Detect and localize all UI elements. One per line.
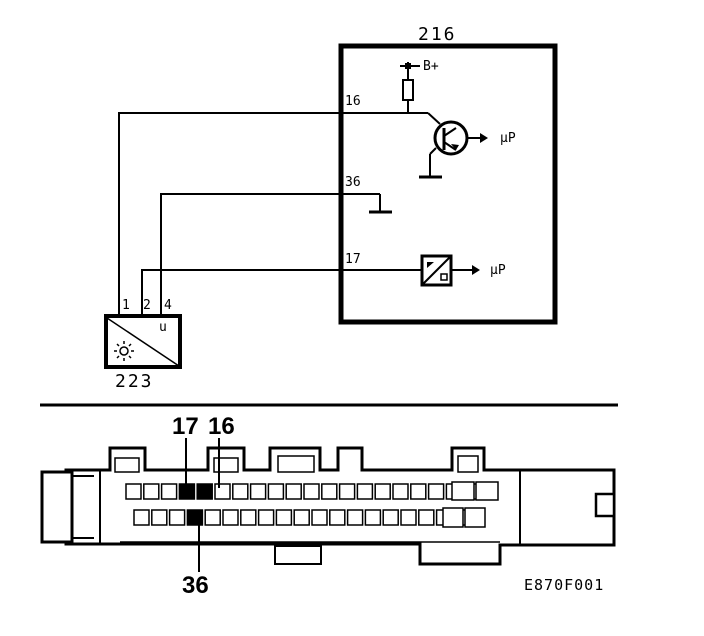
pin-cavity <box>285 483 302 500</box>
pin-cavity <box>232 483 249 500</box>
pin-row-upper <box>125 481 499 501</box>
pin-cavity <box>267 483 285 500</box>
pin-cavity <box>293 509 310 526</box>
pin-cavity <box>475 481 499 501</box>
pin-cavity <box>125 483 142 500</box>
supply-b-plus: B+ <box>400 59 439 113</box>
transistor: μP <box>408 112 516 179</box>
pin-cavity <box>382 509 399 526</box>
pin-cavity <box>329 509 346 526</box>
connector-pin-36-label: 36 <box>182 572 209 599</box>
pin-cavity <box>143 483 160 500</box>
wire-pin4-to-36 <box>160 193 380 316</box>
ecu-box <box>338 43 558 325</box>
wire-pin2-to-17 <box>141 269 422 316</box>
resistor <box>402 79 414 101</box>
sensor-223: 1 2 4 u 223 <box>104 298 182 392</box>
pin-cavity <box>392 483 409 500</box>
pin-cavity <box>400 509 417 526</box>
sensor-pin-4-label: 4 <box>164 298 172 313</box>
connector-pin-16-label: 16 <box>208 413 235 440</box>
ecu-label: 216 <box>418 24 457 45</box>
pin-cavity <box>356 483 374 500</box>
pin-cavity <box>240 509 257 526</box>
sensor-u-label: u <box>159 320 167 335</box>
pin-cavity <box>410 483 427 500</box>
pin-cavity <box>303 483 320 500</box>
ad-converter: μP <box>420 254 506 287</box>
pin-cavity <box>257 509 275 526</box>
pin-cavity <box>374 483 391 500</box>
ecu-216: 216 B+ μP <box>338 24 558 325</box>
pin-cavity <box>133 509 150 526</box>
pin-cavity <box>321 483 338 500</box>
sensor-pin-2-label: 2 <box>143 298 151 313</box>
sensor-pin-1-label: 1 <box>122 298 130 313</box>
pin-cavity <box>464 507 486 528</box>
converter-up-label: μP <box>490 263 506 278</box>
pin-cavity <box>196 483 213 500</box>
ecu-pin-17-label: 17 <box>345 252 361 267</box>
pin-cavity <box>186 509 204 526</box>
pin-cavity <box>427 483 445 500</box>
pin-cavity <box>275 509 293 526</box>
connector-key <box>594 492 616 518</box>
pin-row-lower <box>133 507 486 528</box>
pin-cavity <box>222 509 239 526</box>
pin-cavity <box>311 509 328 526</box>
pin-cavity <box>442 507 464 528</box>
pin-cavity <box>151 509 168 526</box>
pin-cavity <box>364 509 382 526</box>
connector-view: 17 16 36 <box>40 413 616 599</box>
pin-cavity <box>249 483 267 500</box>
pin-cavity <box>168 509 186 526</box>
pin-cavity <box>214 483 231 500</box>
connector-pin-17-label: 17 <box>172 413 199 440</box>
pin-cavity <box>204 509 221 526</box>
transistor-up-label: μP <box>500 131 516 146</box>
sensor-label: 223 <box>115 371 154 392</box>
ecu-pin-36-label: 36 <box>345 175 361 190</box>
ecu-pin-16-label: 16 <box>345 94 361 109</box>
light-icon <box>114 341 134 361</box>
connector-housing <box>64 446 616 566</box>
pin-cavity <box>338 483 356 500</box>
wires <box>118 112 422 316</box>
wire-pin1-to-16 <box>118 112 408 316</box>
connector-latch <box>40 470 74 544</box>
pin-cavity <box>451 481 475 501</box>
pin-cavity <box>160 483 178 500</box>
pin-cavity <box>418 509 435 526</box>
pin36-ground <box>369 194 392 214</box>
pin-cavity <box>346 509 364 526</box>
figure-code: E870F001 <box>524 576 604 594</box>
supply-label: B+ <box>423 59 439 74</box>
